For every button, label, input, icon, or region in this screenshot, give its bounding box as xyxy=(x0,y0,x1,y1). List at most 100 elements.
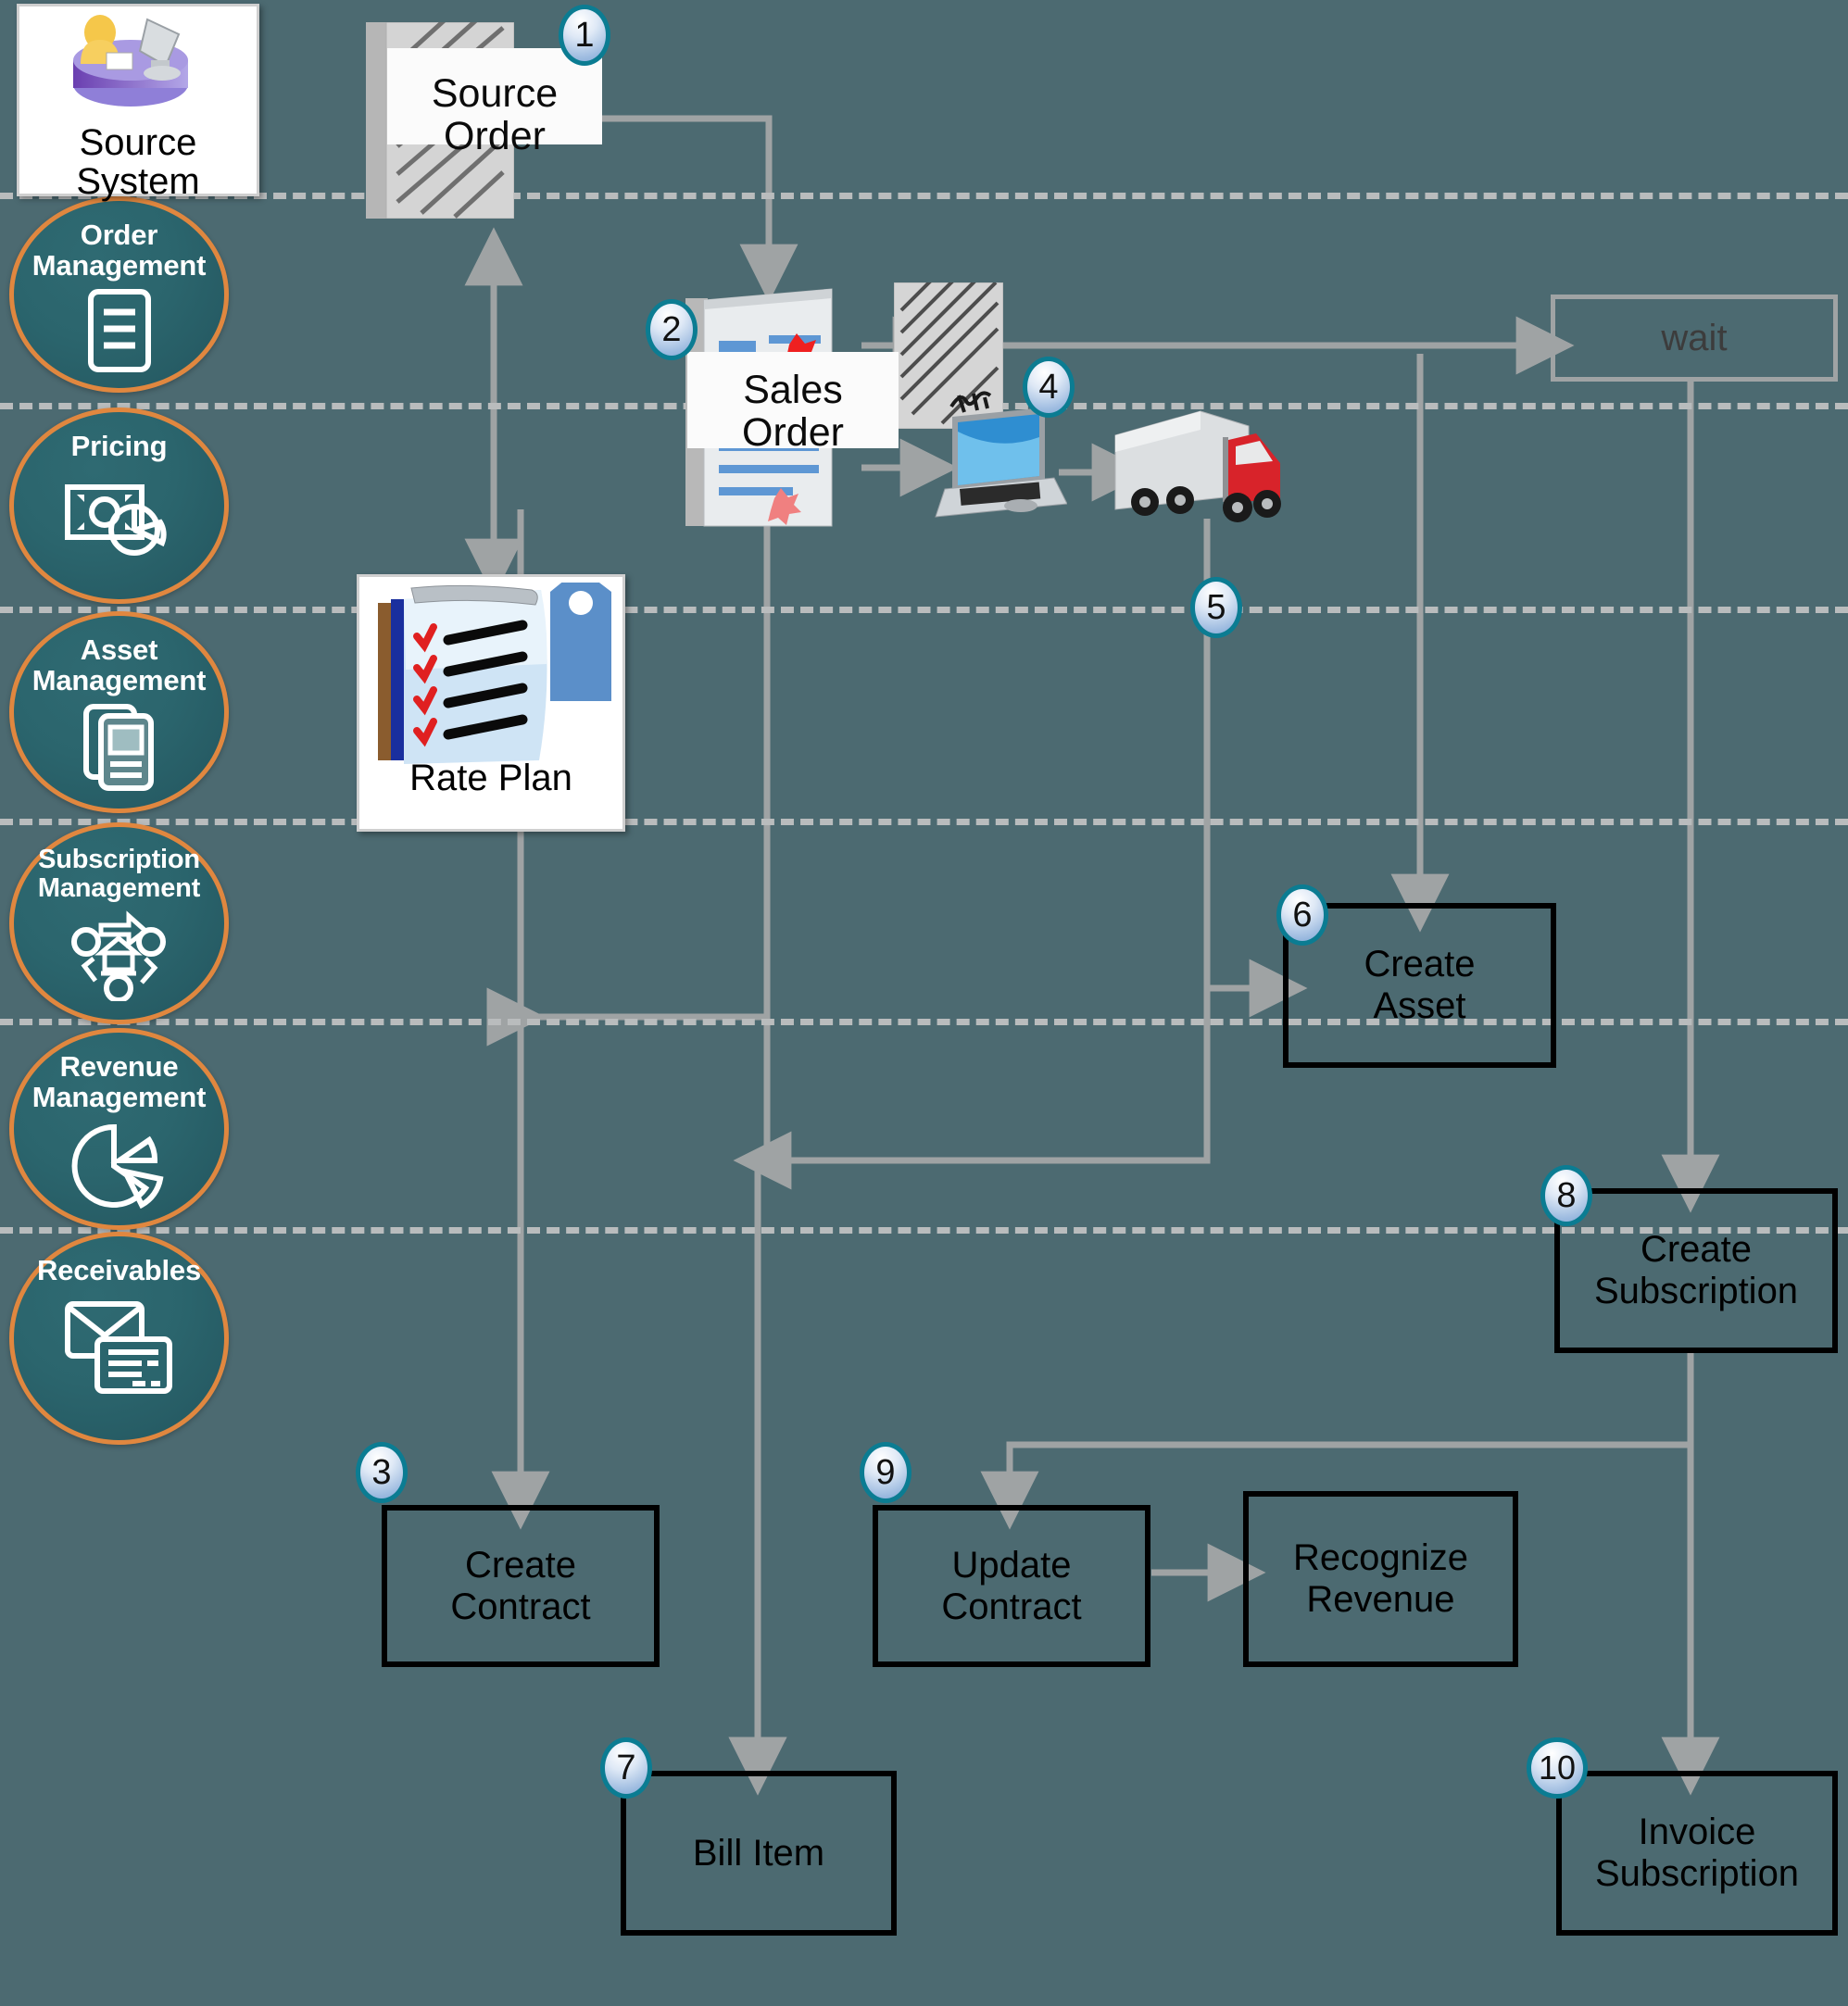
step-badge-10[interactable]: 10 xyxy=(1527,1737,1588,1799)
delivery-truck-icon[interactable] xyxy=(1112,398,1288,533)
label-line2: Asset xyxy=(1373,985,1466,1026)
node-recognize-revenue-label: Recognize Revenue xyxy=(1288,1537,1474,1621)
node-bill-item-label: Bill Item xyxy=(687,1833,830,1874)
lane-asset-management[interactable]: Asset Management xyxy=(9,611,229,813)
node-bill-item[interactable]: Bill Item xyxy=(621,1771,897,1936)
lane-title-line2: Management xyxy=(31,1081,207,1114)
lane-order-management[interactable]: Order Management xyxy=(9,196,229,393)
label-line1: Create xyxy=(1364,944,1476,985)
device-stack-icon xyxy=(82,703,157,792)
lane-divider-5 xyxy=(0,1019,1848,1025)
rate-plan-tile[interactable]: Rate Plan xyxy=(357,574,625,832)
source-order-label-plate xyxy=(387,48,602,144)
step-badge-8[interactable]: 8 xyxy=(1540,1165,1592,1226)
step-badge-1[interactable]: 1 xyxy=(559,5,610,66)
lane-title-line1: Pricing xyxy=(70,430,168,462)
lane-title-line1: Asset xyxy=(80,633,158,666)
label-line2: Revenue xyxy=(1306,1579,1455,1620)
laptop-icon[interactable] xyxy=(932,407,1068,526)
lane-title-pricing: Pricing xyxy=(14,431,224,461)
sales-order-label: Sales Order xyxy=(687,369,899,455)
label-line1: Source xyxy=(431,71,559,116)
lane-title-line1: Subscription xyxy=(38,845,200,874)
node-create-subscription-label: Create Subscription xyxy=(1589,1229,1804,1312)
lane-title-order-management: Order Management xyxy=(14,219,224,281)
step-badge-4[interactable]: 4 xyxy=(1023,357,1075,418)
lane-divider-3 xyxy=(0,607,1848,613)
label-line1: Bill Item xyxy=(692,1832,825,1874)
lane-title-revenue-management: Revenue Management xyxy=(14,1051,224,1112)
step-badge-7[interactable]: 7 xyxy=(600,1737,652,1799)
money-piechart-icon xyxy=(64,478,175,559)
lane-divider-6 xyxy=(0,1227,1848,1234)
badge-number: 8 xyxy=(1556,1175,1577,1215)
lane-title-subscription-management: Subscription Management xyxy=(14,845,224,904)
edge-asset-to-billitem-join xyxy=(733,988,1211,1190)
source-order-label: Source Order xyxy=(387,72,602,158)
badge-number: 1 xyxy=(574,15,595,55)
sales-order-label-plate xyxy=(687,352,899,448)
label-line2: Order xyxy=(742,410,844,456)
node-update-contract-label: Update Contract xyxy=(936,1545,1087,1628)
source-system-tile[interactable]: Source System xyxy=(17,4,259,201)
label-line1: Source xyxy=(79,122,197,163)
person-computer-database-icon xyxy=(73,15,188,107)
badge-number: 3 xyxy=(371,1452,392,1492)
label-line1: Update xyxy=(951,1544,1072,1586)
label-line2: Subscription xyxy=(1594,1853,1800,1894)
label-line1: Invoice xyxy=(1638,1812,1756,1853)
lane-title-line1: Revenue xyxy=(59,1050,179,1083)
envelope-invoice-icon xyxy=(64,1300,175,1397)
lane-revenue-management[interactable]: Revenue Management xyxy=(9,1028,229,1230)
lane-title-asset-management: Asset Management xyxy=(14,634,224,696)
lane-divider-4 xyxy=(0,819,1848,825)
label-line1: Create xyxy=(464,1544,577,1586)
lane-title-line1: Receivables xyxy=(36,1254,202,1286)
document-lines-icon xyxy=(85,288,154,373)
label-line1: Sales xyxy=(743,368,843,412)
label-line2: Contract xyxy=(450,1586,591,1627)
node-invoice-subscription[interactable]: Invoice Subscription xyxy=(1556,1771,1838,1936)
source-system-label: Source System xyxy=(19,123,257,201)
badge-number: 7 xyxy=(616,1748,636,1787)
rate-plan-label: Rate Plan xyxy=(359,759,622,797)
lane-title-line2: Management xyxy=(37,873,201,904)
lane-title-line1: Order xyxy=(80,219,158,251)
label-line2: System xyxy=(76,161,200,202)
lane-pricing[interactable]: Pricing xyxy=(9,407,229,604)
node-recognize-revenue[interactable]: Recognize Revenue xyxy=(1243,1491,1518,1667)
badge-number: 5 xyxy=(1206,587,1226,627)
node-create-subscription[interactable]: Create Subscription xyxy=(1554,1188,1838,1353)
step-badge-3[interactable]: 3 xyxy=(356,1442,408,1503)
recycle-bank-icon xyxy=(68,910,171,1002)
label-line1: Create xyxy=(1640,1229,1753,1271)
label-line1: Rate Plan xyxy=(409,758,572,798)
badge-number: 2 xyxy=(661,309,682,349)
label-line2: Contract xyxy=(941,1586,1082,1627)
edge-to-bill-item xyxy=(728,516,787,1796)
label-line1: Recognize xyxy=(1292,1537,1468,1579)
label-line1: wait xyxy=(1661,317,1728,358)
label-line2: Subscription xyxy=(1593,1271,1799,1311)
lane-title-line2: Management xyxy=(31,664,207,697)
node-wait[interactable]: wait xyxy=(1551,295,1838,382)
node-create-asset-label: Create Asset xyxy=(1358,944,1480,1027)
node-create-contract[interactable]: Create Contract xyxy=(382,1505,660,1667)
node-update-contract[interactable]: Update Contract xyxy=(873,1505,1150,1667)
step-badge-2[interactable]: 2 xyxy=(646,299,698,360)
node-create-contract-label: Create Contract xyxy=(445,1545,596,1628)
lane-title-line2: Management xyxy=(31,249,207,282)
node-invoice-subscription-label: Invoice Subscription xyxy=(1590,1812,1804,1895)
label-line2: Order xyxy=(444,114,546,159)
step-badge-5[interactable]: 5 xyxy=(1190,577,1242,638)
badge-number: 4 xyxy=(1038,367,1059,407)
step-badge-9[interactable]: 9 xyxy=(860,1442,911,1503)
badge-number: 10 xyxy=(1538,1749,1577,1787)
checklist-pricetag-icon xyxy=(378,583,611,764)
lane-receivables[interactable]: Receivables xyxy=(9,1232,229,1445)
step-badge-6[interactable]: 6 xyxy=(1276,884,1328,946)
pie-chart-icon xyxy=(69,1120,170,1212)
lane-title-receivables: Receivables xyxy=(14,1255,224,1285)
lane-subscription-management[interactable]: Subscription Management xyxy=(9,822,229,1024)
